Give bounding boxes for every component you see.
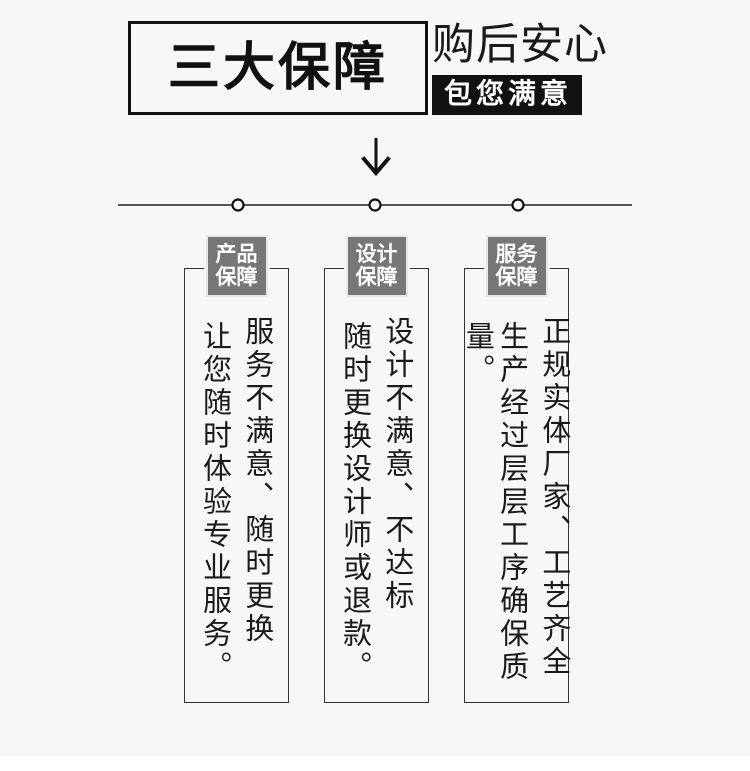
card-badge-product: 产品 保障 bbox=[205, 235, 268, 297]
card-badge-line2: 保障 bbox=[495, 265, 538, 289]
card-badge-line1: 设计 bbox=[355, 241, 398, 266]
circle-node-icon bbox=[368, 198, 382, 212]
card-badge-design: 设计 保障 bbox=[345, 235, 408, 297]
divider bbox=[118, 197, 632, 213]
header: 三大保障 购后安心 包您满意 bbox=[0, 0, 750, 130]
card-text-secondary: 随时更换设计师或退款。 bbox=[338, 321, 373, 684]
card-badge-line2: 保障 bbox=[215, 265, 258, 289]
card-text-secondary: 让您随时体验专业服务。 bbox=[198, 321, 233, 684]
card-body: 设计不满意、不达标 随时更换设计师或退款。 bbox=[324, 316, 429, 691]
arrow-down-icon bbox=[360, 138, 392, 177]
card-badge-line1: 服务 bbox=[495, 241, 538, 266]
tagline-primary: 购后安心 bbox=[432, 20, 608, 70]
guarantee-card-product: 产品 保障 服务不满意、随时更换 让您随时体验专业服务。 bbox=[184, 235, 289, 703]
card-text-primary: 设计不满意、不达标 bbox=[380, 316, 415, 613]
card-badge-line1: 产品 bbox=[215, 241, 258, 266]
card-badge-line2: 保障 bbox=[355, 265, 398, 289]
tagline-badge: 包您满意 bbox=[432, 75, 583, 116]
card-text-primary: 正规实体厂家、工艺齐全 bbox=[537, 316, 572, 679]
circle-node-icon bbox=[231, 198, 245, 212]
card-body: 正规实体厂家、工艺齐全 生产经过层层工序确保质量。 bbox=[461, 316, 572, 691]
card-text-primary: 服务不满意、随时更换 bbox=[240, 316, 275, 646]
card-body: 服务不满意、随时更换 让您随时体验专业服务。 bbox=[184, 316, 289, 691]
guarantee-card-design: 设计 保障 设计不满意、不达标 随时更换设计师或退款。 bbox=[324, 235, 429, 703]
guarantee-card-service: 服务 保障 正规实体厂家、工艺齐全 生产经过层层工序确保质量。 bbox=[461, 235, 572, 703]
tagline-group: 购后安心 包您满意 bbox=[432, 20, 632, 116]
page-title: 三大保障 bbox=[167, 38, 388, 98]
card-text-secondary: 生产经过层层工序确保质量。 bbox=[461, 321, 530, 684]
circle-node-icon bbox=[511, 198, 525, 212]
title-box: 三大保障 bbox=[128, 21, 428, 115]
card-badge-service: 服务 保障 bbox=[485, 235, 548, 297]
